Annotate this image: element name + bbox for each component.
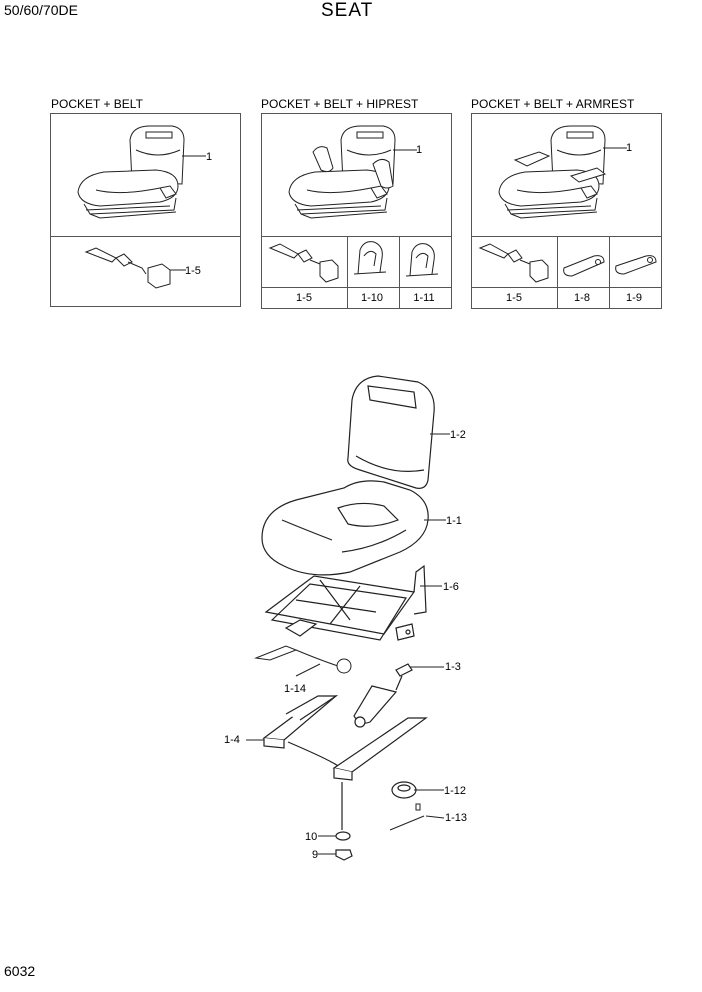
grommet-illustration xyxy=(391,781,417,799)
washer-illustration xyxy=(335,782,351,841)
variant-divider xyxy=(261,236,451,237)
seat-hiprest-illustration xyxy=(288,125,417,219)
armrest-right-illustration xyxy=(615,255,657,275)
callout-1-6: 1-6 xyxy=(443,581,459,593)
cell-divider xyxy=(347,236,348,308)
caption-row-divider xyxy=(261,287,451,288)
callout-1-14: 1-14 xyxy=(284,683,306,695)
nut-illustration xyxy=(335,849,353,861)
model-number: 50/60/70DE xyxy=(4,2,78,18)
variant-title-armrest: POCKET + BELT + ARMREST xyxy=(471,97,635,111)
caption-1-9: 1-9 xyxy=(626,292,642,304)
callout-1-12: 1-12 xyxy=(444,785,466,797)
backrest-illustration xyxy=(347,375,435,489)
variant-title-pocket-belt: POCKET + BELT xyxy=(51,97,143,111)
seat-armrest-illustration xyxy=(498,125,627,219)
shock-absorber-illustration xyxy=(353,663,413,728)
callout-1: 1 xyxy=(416,144,422,156)
cell-divider xyxy=(399,236,400,308)
seat-belt-small-illustration xyxy=(268,243,339,283)
callout-1-13: 1-13 xyxy=(445,812,467,824)
seat-rail-illustration xyxy=(262,695,428,781)
callout-1-4: 1-4 xyxy=(224,734,240,746)
caption-1-5: 1-5 xyxy=(296,292,312,304)
page-title: SEAT xyxy=(321,0,374,21)
caption-1-8: 1-8 xyxy=(574,292,590,304)
callout-1-5: 1-5 xyxy=(185,265,201,277)
wire-harness-illustration xyxy=(389,803,445,831)
caption-row-divider xyxy=(471,287,661,288)
caption-1-11: 1-11 xyxy=(413,292,435,304)
cell-divider xyxy=(609,236,610,308)
armrest-left-illustration xyxy=(563,255,605,277)
seat-cushion-illustration xyxy=(261,480,429,576)
callout-1-1: 1-1 xyxy=(446,515,462,527)
variant-title-hiprest: POCKET + BELT + HIPREST xyxy=(261,97,419,111)
hiprest-right-bracket-illustration xyxy=(405,243,439,277)
seat-pocket-belt-illustration xyxy=(77,125,206,219)
callout-1-2: 1-2 xyxy=(450,429,466,441)
page-number: 6032 xyxy=(4,963,36,979)
cell-divider xyxy=(557,236,558,308)
seat-belt-small-illustration xyxy=(478,243,549,283)
callout-1-3: 1-3 xyxy=(445,661,461,673)
seat-belt-illustration xyxy=(84,247,186,289)
hiprest-left-bracket-illustration xyxy=(353,241,387,275)
suspension-frame-illustration xyxy=(264,564,427,641)
caption-1-5: 1-5 xyxy=(506,292,522,304)
callout-1: 1 xyxy=(626,142,632,154)
variant-divider xyxy=(50,236,240,237)
variant-divider xyxy=(471,236,661,237)
callout-9: 9 xyxy=(312,849,318,861)
caption-1-10: 1-10 xyxy=(360,292,384,304)
callout-1: 1 xyxy=(206,151,212,163)
cable-illustration xyxy=(254,645,352,677)
callout-10: 10 xyxy=(305,831,317,843)
